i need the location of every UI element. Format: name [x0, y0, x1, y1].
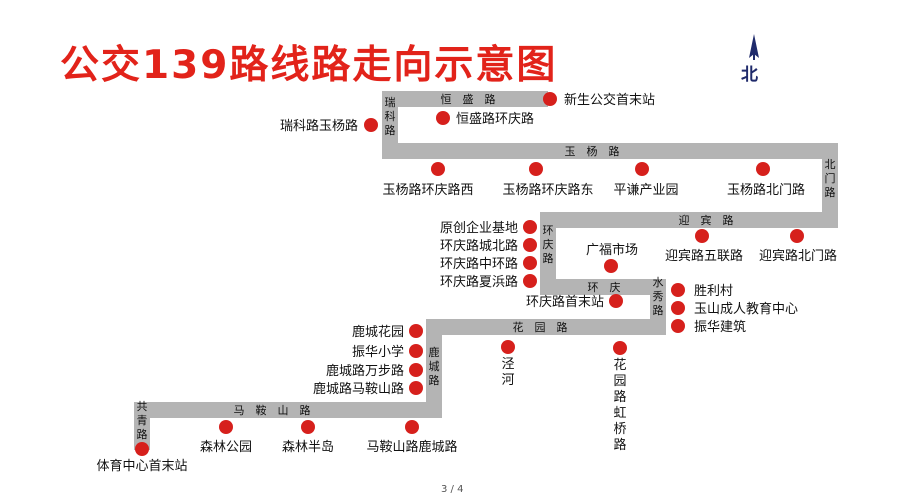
stop-label-zhenhua-building: 振华建筑: [694, 319, 746, 335]
stop-marker-shengli-village: [671, 283, 685, 297]
road-label-huanqing-lu-v: 环庆路: [543, 224, 554, 265]
stop-marker-tiyu-terminal: [135, 442, 149, 456]
stop-label-yushan-adult-edu: 玉山成人教育中心: [694, 301, 798, 317]
road-label-yingbin-lu: 迎 宾 路: [679, 213, 734, 227]
stop-marker-huanqing-xiabin: [523, 274, 537, 288]
stop-label-huanqing-chengbei: 环庆路城北路: [440, 238, 518, 254]
stop-marker-huayuan-hongqiao: [613, 341, 627, 355]
stop-marker-yingbin-wulian: [695, 229, 709, 243]
stop-label-yuyang-beimen: 玉杨路北门路: [727, 182, 805, 198]
page-number: 3 / 4: [441, 484, 464, 495]
route-line: [134, 91, 838, 450]
stop-marker-yushan-adult-edu: [671, 301, 685, 315]
stop-label-jinghe: 泾河: [501, 357, 514, 388]
stop-marker-zhenhua-building: [671, 319, 685, 333]
road-label-hengsheng-lu: 恒 盛 路: [441, 92, 496, 106]
stop-label-huanqing-zhonghuan: 环庆路中环路: [440, 256, 518, 272]
stop-marker-yingbin-beimen: [790, 229, 804, 243]
stop-marker-huanqing-zhonghuan: [523, 256, 537, 270]
stop-marker-yuyang-beimen: [756, 162, 770, 176]
stop-marker-lucheng-garden: [409, 324, 423, 338]
stop-label-ruike-yuyang: 瑞科路玉杨路: [280, 118, 358, 134]
stop-label-huayuan-hongqiao: 花园路虹桥路: [613, 357, 626, 453]
stop-marker-pinglian-park: [635, 162, 649, 176]
stop-label-hengsheng-huanqing: 恒盛路环庆路: [456, 111, 534, 127]
stop-marker-xinsheng-terminal: [543, 92, 557, 106]
road-label-gongqing-lu: 共青路: [137, 400, 148, 441]
road-label-huayuan-lu: 花 园 路: [513, 321, 568, 334]
road-label-ruike-lu: 瑞科路: [385, 95, 396, 137]
road-label-maanshan-lu: 马 鞍 山 路: [234, 403, 311, 417]
stop-label-zhenhua-primary: 振华小学: [352, 344, 404, 360]
stop-marker-maanshan-lucheng: [405, 420, 419, 434]
stop-label-huanqing-xiabin: 环庆路夏浜路: [440, 274, 518, 290]
road-label-huanqing-lu-h: 环 庆: [588, 280, 621, 294]
stop-label-huanqing-terminal: 环庆路首末站: [526, 294, 604, 310]
stop-label-yuanchuang-base: 原创企业基地: [440, 220, 518, 236]
road-label-lucheng-lu: 鹿城路: [429, 345, 440, 387]
road-label-shuixiu-lu: 水秀路: [653, 276, 664, 317]
stop-label-tiyu-terminal: 体育中心首末站: [96, 458, 187, 474]
stop-marker-hengsheng-huanqing: [436, 111, 450, 125]
stop-label-lucheng-wanbu: 鹿城路万步路: [326, 363, 404, 379]
stop-marker-jinghe: [501, 340, 515, 354]
stop-label-maanshan-lucheng: 马鞍山路鹿城路: [366, 439, 457, 455]
stop-marker-yuanchuang-base: [523, 220, 537, 234]
stop-label-guangfu-market: 广福市场: [586, 242, 638, 258]
stop-marker-huanqing-terminal: [609, 294, 623, 308]
stop-marker-lucheng-maanshan: [409, 381, 423, 395]
stop-marker-guangfu-market: [604, 259, 618, 273]
stop-label-lucheng-garden: 鹿城花园: [352, 324, 404, 340]
stop-marker-huanqing-chengbei: [523, 238, 537, 252]
stop-label-shengli-village: 胜利村: [694, 284, 733, 299]
north-arrow-icon: [749, 34, 759, 60]
stop-label-yingbin-wulian: 迎宾路五联路: [665, 248, 743, 264]
north-label: 北: [741, 65, 758, 85]
stop-label-pinglian-park: 平谦产业园: [613, 183, 678, 198]
stop-marker-yuyang-huanqing-east: [529, 162, 543, 176]
stop-marker-ruike-yuyang: [364, 118, 378, 132]
stop-label-yuyang-huanqing-east: 玉杨路环庆路东: [502, 182, 593, 198]
stop-marker-yuyang-huanqing-west: [431, 162, 445, 176]
stop-label-senlin-park: 森林公园: [200, 440, 252, 455]
stop-marker-senlin-park: [219, 420, 233, 434]
stop-label-lucheng-maanshan: 鹿城路马鞍山路: [313, 381, 404, 397]
stop-label-yingbin-beimen: 迎宾路北门路: [759, 248, 837, 264]
stop-label-xinsheng-terminal: 新生公交首末站: [564, 92, 655, 108]
stop-marker-lucheng-wanbu: [409, 363, 423, 377]
stop-label-yuyang-huanqing-west: 玉杨路环庆路西: [382, 182, 473, 198]
road-label-beimen-lu: 北门路: [825, 158, 836, 199]
stop-marker-zhenhua-primary: [409, 344, 423, 358]
page-title: 公交139路线路走向示意图: [60, 43, 558, 88]
stop-label-senlin-peninsula: 森林半岛: [282, 439, 334, 455]
stop-marker-senlin-peninsula: [301, 420, 315, 434]
road-label-yuyang-lu: 玉 杨 路: [565, 144, 620, 158]
